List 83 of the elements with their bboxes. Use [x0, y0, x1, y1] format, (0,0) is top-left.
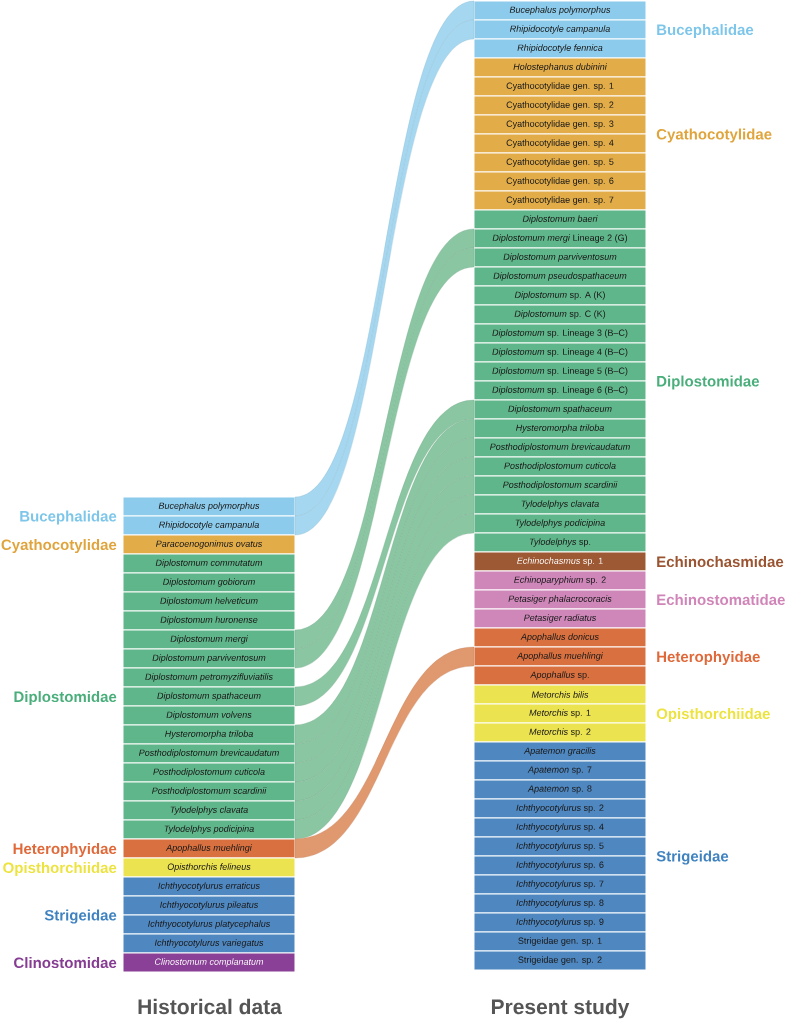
- taxon-box: Apatemon sp. 7: [473, 760, 647, 781]
- taxon-box: Hysteromorpha triloba: [122, 724, 296, 745]
- taxon-box: Diplostomum sp. Lineage 6 (B–C): [473, 380, 647, 401]
- taxon-box: Ichthyocotylurus sp. 5: [473, 836, 647, 857]
- family-label: Echinostomatidae: [657, 594, 785, 606]
- taxon-box: Ichthyocotylurus variegatus: [122, 933, 296, 954]
- taxon-box: Strigeidae gen. sp. 2: [473, 950, 647, 971]
- taxon-box: Ichthyocotylurus platycephalus: [122, 914, 296, 935]
- taxon-box: Metorchis sp. 2: [473, 722, 647, 743]
- taxon-box: Apophallus donicus: [473, 627, 647, 648]
- taxon-box: Ichthyocotylurus sp. 2: [473, 798, 647, 819]
- taxon-box: Cyathocotylidae gen. sp. 4: [473, 133, 647, 154]
- family-label: Clinostomidae: [14, 957, 117, 969]
- taxon-box: Strigeidae gen. sp. 1: [473, 931, 647, 952]
- taxon-box: Cyathocotylidae gen. sp. 3: [473, 114, 647, 135]
- taxon-box: Opisthorchis felineus: [122, 857, 296, 878]
- taxon-box: Tylodelphys clavata: [122, 800, 296, 821]
- taxon-box: Ichthyocotylurus sp. 9: [473, 912, 647, 933]
- taxon-box: Ichthyocotylurus sp. 6: [473, 855, 647, 876]
- taxon-box: Metorchis sp. 1: [473, 703, 647, 724]
- taxon-box: Clinostomum complanatum: [122, 952, 296, 973]
- taxon-box: Cyathocotylidae gen. sp. 1: [473, 76, 647, 97]
- family-label: Echinochasmidae: [657, 556, 784, 568]
- family-label: Opisthorchiidae: [3, 862, 117, 876]
- taxon-box: Ichthyocotylurus sp. 8: [473, 893, 647, 914]
- taxon-box: Holostephanus dubinini: [473, 57, 647, 78]
- taxon-box: Apophallus sp.: [473, 665, 647, 686]
- taxon-box: Paracoenogonimus ovatus: [122, 534, 296, 555]
- family-label: Bucephalidae: [20, 510, 117, 525]
- taxon-box: Apatemon gracilis: [473, 741, 647, 762]
- column-title: Historical data: [138, 998, 282, 1015]
- taxon-box: Diplostomum baeri: [473, 209, 647, 230]
- taxon-box: Diplostomum sp. Lineage 4 (B–C): [473, 342, 647, 363]
- taxon-box: Petasiger phalacrocoracis: [473, 589, 647, 610]
- taxon-box: Diplostomum sp. C (K): [473, 304, 647, 325]
- taxon-box: Diplostomum sp. Lineage 5 (B–C): [473, 361, 647, 382]
- taxon-box: Ichthyocotylurus pileatus: [122, 895, 296, 916]
- taxon-box: Apophallus muehlingi: [122, 838, 296, 859]
- family-label: Cyathocotylidae: [1, 539, 117, 553]
- taxon-box: Ichthyocotylurus sp. 4: [473, 817, 647, 838]
- taxon-box: Bucephalus polymorphus: [122, 496, 296, 517]
- taxon-box: Ichthyocotylurus sp. 7: [473, 874, 647, 895]
- taxon-box: Cyathocotylidae gen. sp. 6: [473, 171, 647, 192]
- taxon-box: Diplostomum volvens: [122, 705, 296, 726]
- flow-band: [294, 646, 475, 859]
- taxon-box: Tylodelphys podicipina: [122, 819, 296, 840]
- taxon-box: Diplostomum gobiorum: [122, 572, 296, 593]
- taxon-box: Diplostomum sp. A (K): [473, 285, 647, 306]
- taxon-box: Echinoparyphium sp. 2: [473, 570, 647, 591]
- taxon-box: Diplostomum mergi: [122, 629, 296, 650]
- family-label: Opisthorchiidae: [656, 708, 770, 722]
- taxon-box: Petasiger radiatus: [473, 608, 647, 629]
- taxon-box: Diplostomum commutatum: [122, 553, 296, 574]
- taxon-box: Diplostomum parviventosum: [122, 648, 296, 669]
- taxon-box: Posthodiplostomum scardinii: [122, 781, 296, 802]
- family-label: Strigeidae: [656, 850, 729, 865]
- family-label: Strigeidae: [44, 909, 117, 924]
- taxon-box: Apatemon sp. 8: [473, 779, 647, 800]
- taxon-box: Rhipidocotyle campanula: [122, 515, 296, 536]
- taxon-box: Cyathocotylidae gen. sp. 2: [473, 95, 647, 116]
- family-label: Heterophyidae: [657, 651, 760, 665]
- taxon-box: Diplostomum sp. Lineage 3 (B–C): [473, 323, 647, 344]
- taxon-box: Rhipidocotyle fennica: [473, 38, 647, 59]
- family-label: Diplostomidae: [14, 691, 117, 705]
- column-title: Present study: [491, 998, 630, 1019]
- taxon-box: Diplostomum helveticum: [122, 591, 296, 612]
- taxon-box: Echinochasmus sp. 1: [473, 551, 647, 572]
- taxon-box: Posthodiplostomum cuticola: [122, 762, 296, 783]
- flow-band: [294, 399, 475, 707]
- family-label: Bucephalidae: [657, 24, 754, 38]
- family-label: Diplostomidae: [657, 375, 760, 390]
- taxon-box: Diplostomum petromyzifluviatilis: [122, 667, 296, 688]
- taxon-box: Diplostomum pseudospathaceum: [473, 266, 647, 287]
- taxon-box: Posthodiplostomum brevicaudatum: [122, 743, 296, 764]
- taxon-box: Ichthyocotylurus erraticus: [122, 876, 296, 897]
- family-label: Heterophyidae: [13, 843, 117, 857]
- taxon-box: Diplostomum spathaceum: [122, 686, 296, 707]
- taxon-box: Cyathocotylidae gen. sp. 7: [473, 190, 647, 211]
- taxon-box: Tylodelphys sp.: [473, 532, 647, 553]
- family-label: Cyathocotylidae: [656, 128, 772, 143]
- taxon-box: Cyathocotylidae gen. sp. 5: [473, 152, 647, 173]
- taxon-box: Metorchis bilis: [473, 684, 647, 705]
- taxon-box: Diplostomum huronense: [122, 610, 296, 631]
